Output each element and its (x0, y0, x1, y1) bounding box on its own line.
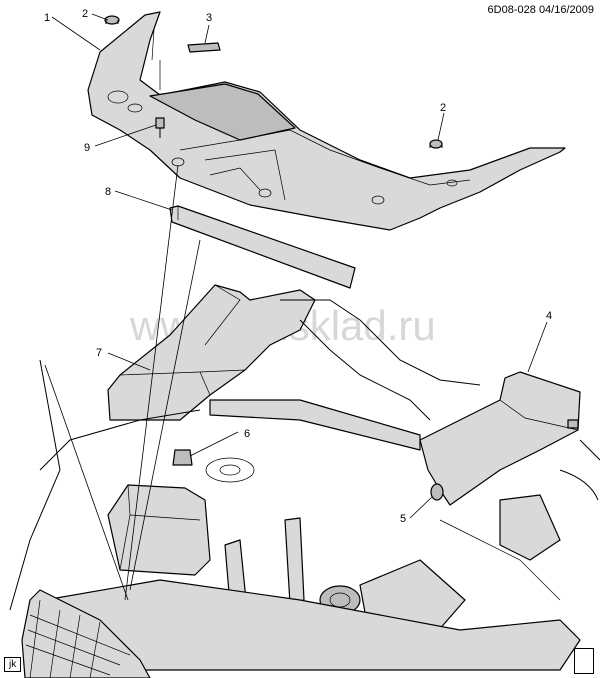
corner-tag: jk (4, 657, 22, 672)
callout-1: 1 (44, 12, 50, 24)
bolt-9 (155, 117, 165, 138)
callout-7: 7 (96, 347, 102, 359)
upper-trim-panel (87, 11, 566, 231)
callout-2-upper: 2 (82, 8, 88, 20)
callout-9: 9 (84, 142, 90, 154)
clip-5 (430, 483, 444, 501)
bumper-6 (172, 449, 193, 466)
callouts: 1 2 3 2 9 8 4 7 6 5 (44, 8, 552, 525)
callout-8: 8 (105, 186, 111, 198)
label-part-3 (187, 42, 221, 53)
callout-6: 6 (244, 428, 250, 440)
push-pin-2b (429, 139, 443, 149)
side-deflector-4 (419, 371, 581, 506)
callout-3: 3 (206, 12, 212, 24)
push-pin-2a (104, 15, 120, 25)
diagram-header: 6D08-028 04/16/2009 (488, 4, 594, 16)
diagram-date: 04/16/2009 (538, 4, 594, 16)
engine-compartment (9, 299, 600, 678)
callout-4: 4 (546, 310, 552, 322)
callout-2-right: 2 (440, 102, 446, 114)
callout-5: 5 (400, 513, 406, 525)
leader-lines (44, 13, 548, 601)
diagram-id: 6D08-028 (487, 4, 536, 16)
gm-logo (574, 648, 594, 674)
